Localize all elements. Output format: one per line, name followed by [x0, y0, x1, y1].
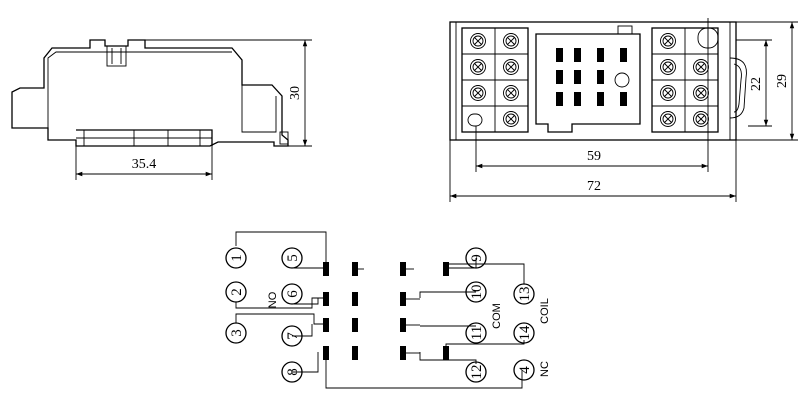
inner-height-label: 22	[749, 77, 764, 91]
pin-13: 13	[513, 283, 535, 305]
pin-6: 6	[281, 283, 303, 305]
svg-text:2: 2	[229, 288, 245, 296]
inner-height-dimension: 22	[736, 39, 772, 127]
terminal-screws-left	[467, 33, 519, 127]
pin-4: 4	[513, 359, 535, 381]
mount-width-dimension: 59	[475, 18, 709, 172]
pin-11: 11	[465, 322, 487, 344]
side-height-dimension: 30	[145, 39, 312, 147]
pin-14: 14	[513, 322, 535, 344]
socket-slots	[556, 48, 630, 106]
total-height-label: 29	[775, 74, 790, 88]
svg-text:9: 9	[469, 254, 485, 262]
mount-width-label: 59	[587, 149, 601, 164]
svg-text:14: 14	[517, 325, 533, 341]
pin-3: 3	[225, 322, 247, 344]
pin-2: 2	[225, 281, 247, 303]
pin-8: 8	[281, 361, 303, 383]
svg-text:11: 11	[469, 326, 485, 340]
total-width-label: 72	[587, 179, 601, 194]
wiring-diagram: 1 2 3 5 6 7 8	[225, 231, 551, 389]
label-nc: NC	[539, 361, 551, 377]
pin-12: 12	[465, 361, 487, 383]
pin-5: 5	[281, 247, 303, 269]
svg-text:6: 6	[285, 290, 301, 298]
pin-10: 10	[465, 281, 487, 303]
svg-text:13: 13	[517, 287, 533, 302]
total-width-dimension: 72	[449, 140, 737, 202]
top-view-outline	[449, 21, 747, 141]
side-height-label: 30	[288, 86, 303, 100]
side-width-dimension: 35.4	[75, 146, 213, 180]
side-width-label: 35.4	[132, 157, 157, 172]
pin-7: 7	[281, 325, 303, 347]
side-view-outline	[11, 39, 289, 147]
svg-text:12: 12	[469, 365, 485, 380]
total-height-dimension: 29	[736, 21, 798, 141]
side-view: 35.4 30	[11, 39, 312, 180]
svg-text:8: 8	[285, 368, 301, 376]
pin-1: 1	[225, 247, 247, 269]
pin-9: 9	[465, 247, 487, 269]
svg-text:10: 10	[469, 285, 485, 300]
pin-terminals: 1 2 3 5 6 7 8	[225, 247, 535, 383]
label-com: COM	[491, 303, 503, 329]
svg-text:5: 5	[285, 254, 301, 262]
svg-text:4: 4	[517, 366, 533, 374]
svg-text:3: 3	[229, 329, 245, 337]
label-coil: COIL	[539, 298, 551, 324]
svg-text:1: 1	[229, 254, 245, 262]
top-view: 59 72 22 29	[449, 18, 798, 202]
wiring-lines	[235, 231, 525, 389]
label-no: NO	[267, 291, 279, 308]
svg-text:7: 7	[285, 332, 301, 340]
relay-contacts	[323, 262, 449, 360]
wiring-labels: NO COM COIL NC	[267, 291, 551, 377]
